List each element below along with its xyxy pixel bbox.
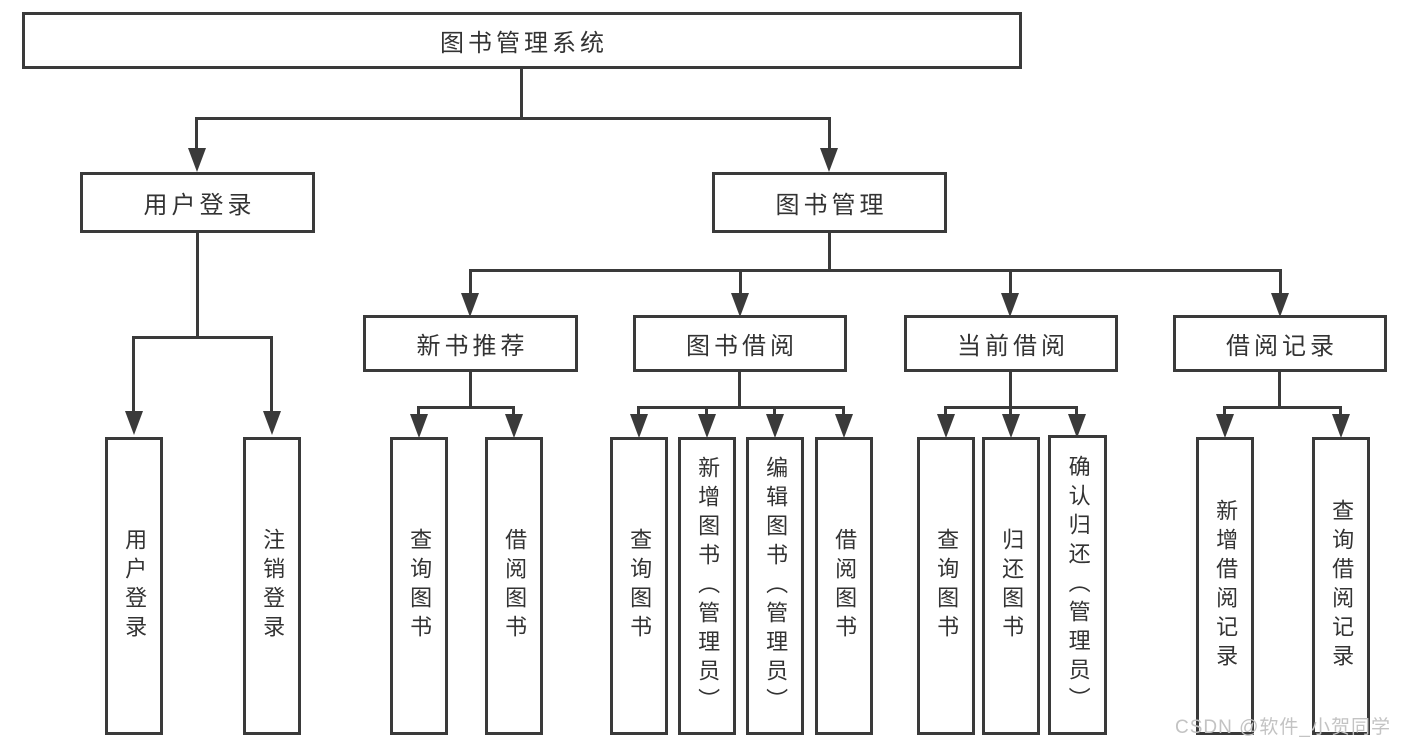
- node-label: 新书推荐: [416, 333, 529, 360]
- arrow-down-icon: [125, 411, 143, 435]
- node-label: 图书管理: [775, 192, 888, 219]
- node-label: 归还图书: [999, 528, 1025, 644]
- connector-drop-borrowrecord: [1279, 269, 1282, 295]
- arrow-down-icon: [461, 293, 479, 317]
- arrow-down-icon: [1271, 293, 1289, 317]
- leaf-bb-query-book: 查询图书: [610, 437, 668, 735]
- connector-bookmgmt-stem: [828, 232, 831, 272]
- node-book-borrow: 图书借阅: [633, 315, 847, 372]
- arrow-down-icon: [1068, 414, 1086, 438]
- node-label: 新增借阅记录: [1213, 499, 1239, 673]
- node-label: 编辑图书（管理员）: [763, 455, 789, 717]
- connector-drop-logout: [270, 336, 273, 412]
- connector-borrowrecord-stem: [1278, 371, 1281, 409]
- arrow-down-icon: [188, 148, 206, 172]
- node-label: 查询借阅记录: [1329, 499, 1355, 673]
- arrow-down-icon: [731, 293, 749, 317]
- connector-newbook-bar: [417, 406, 515, 409]
- connector-root-bar: [195, 117, 831, 120]
- connector-currentborrow-stem: [1009, 371, 1012, 409]
- connector-drop-bookborrow: [739, 269, 742, 295]
- node-label: 查询图书: [934, 528, 960, 644]
- arrow-down-icon: [766, 414, 784, 438]
- node-label: 注销登录: [260, 528, 286, 644]
- arrow-down-icon: [820, 148, 838, 172]
- connector-drop: [637, 406, 640, 416]
- connector-drop: [773, 406, 776, 416]
- connector-bookborrow-stem: [738, 371, 741, 409]
- arrow-down-icon: [1216, 414, 1234, 438]
- arrow-down-icon: [937, 414, 955, 438]
- connector-drop-newbook: [469, 269, 472, 295]
- connector-drop-user-login: [195, 117, 198, 150]
- connector-drop: [705, 406, 708, 416]
- connector-bookmgmt-bar: [469, 269, 1281, 272]
- connector-drop: [512, 406, 515, 416]
- node-label: 当前借阅: [957, 333, 1069, 360]
- arrow-down-icon: [410, 414, 428, 438]
- connector-root-stem: [520, 68, 523, 118]
- node-label: 查询图书: [627, 528, 653, 644]
- connector-drop-currentborrow: [1009, 269, 1012, 295]
- leaf-br-add-record: 新增借阅记录: [1196, 437, 1254, 735]
- connector-bookborrow-bar: [637, 406, 845, 409]
- node-current-borrow: 当前借阅: [904, 315, 1118, 372]
- leaf-user-login: 用户登录: [105, 437, 163, 735]
- connector-drop: [1075, 406, 1078, 416]
- node-borrow-record: 借阅记录: [1173, 315, 1387, 372]
- leaf-cb-confirm-return-admin: 确认归还（管理员）: [1048, 435, 1107, 735]
- leaf-logout: 注销登录: [243, 437, 301, 735]
- leaf-bb-edit-book-admin: 编辑图书（管理员）: [746, 437, 804, 735]
- arrow-down-icon: [263, 411, 281, 435]
- node-label: 借阅图书: [502, 528, 528, 644]
- arrow-down-icon: [505, 414, 523, 438]
- connector-userlogin-bar: [132, 336, 273, 339]
- node-label: 图书借阅: [686, 333, 798, 360]
- connector-drop-login: [132, 336, 135, 412]
- connector-drop: [1223, 406, 1226, 416]
- node-label: 确认归还（管理员）: [1065, 454, 1091, 716]
- watermark: CSDN @软件_小贺同学: [1175, 717, 1391, 738]
- node-label: 借阅图书: [832, 528, 858, 644]
- connector-drop: [1339, 406, 1342, 416]
- node-root: 图书管理系统: [22, 12, 1022, 69]
- arrow-down-icon: [1001, 293, 1019, 317]
- leaf-bb-add-book-admin: 新增图书（管理员）: [678, 437, 736, 735]
- connector-newbook-stem: [469, 371, 472, 409]
- connector-drop: [417, 406, 420, 416]
- leaf-bb-borrow-book: 借阅图书: [815, 437, 873, 735]
- leaf-br-query-record: 查询借阅记录: [1312, 437, 1370, 735]
- connector-drop: [842, 406, 845, 416]
- arrow-down-icon: [1332, 414, 1350, 438]
- arrow-down-icon: [630, 414, 648, 438]
- leaf-nb-borrow-book: 借阅图书: [485, 437, 543, 735]
- node-label: 查询图书: [407, 528, 433, 644]
- node-root-label: 图书管理系统: [440, 30, 608, 57]
- connector-userlogin-stem: [196, 232, 199, 338]
- node-label: 用户登录: [143, 192, 256, 219]
- arrow-down-icon: [698, 414, 716, 438]
- node-book-management-module: 图书管理: [712, 172, 947, 233]
- node-label: 用户登录: [122, 528, 148, 644]
- leaf-cb-query-book: 查询图书: [917, 437, 975, 735]
- connector-drop: [1009, 406, 1012, 416]
- node-user-login-module: 用户登录: [80, 172, 315, 233]
- arrow-down-icon: [835, 414, 853, 438]
- connector-drop: [944, 406, 947, 416]
- leaf-cb-return-book: 归还图书: [982, 437, 1040, 735]
- connector-borrowrecord-bar: [1223, 406, 1342, 409]
- node-new-book-recommend: 新书推荐: [363, 315, 578, 372]
- connector-drop-book-mgmt: [828, 117, 831, 150]
- arrow-down-icon: [1002, 414, 1020, 438]
- node-label: 新增图书（管理员）: [695, 455, 721, 717]
- leaf-nb-query-book: 查询图书: [390, 437, 448, 735]
- node-label: 借阅记录: [1226, 333, 1338, 360]
